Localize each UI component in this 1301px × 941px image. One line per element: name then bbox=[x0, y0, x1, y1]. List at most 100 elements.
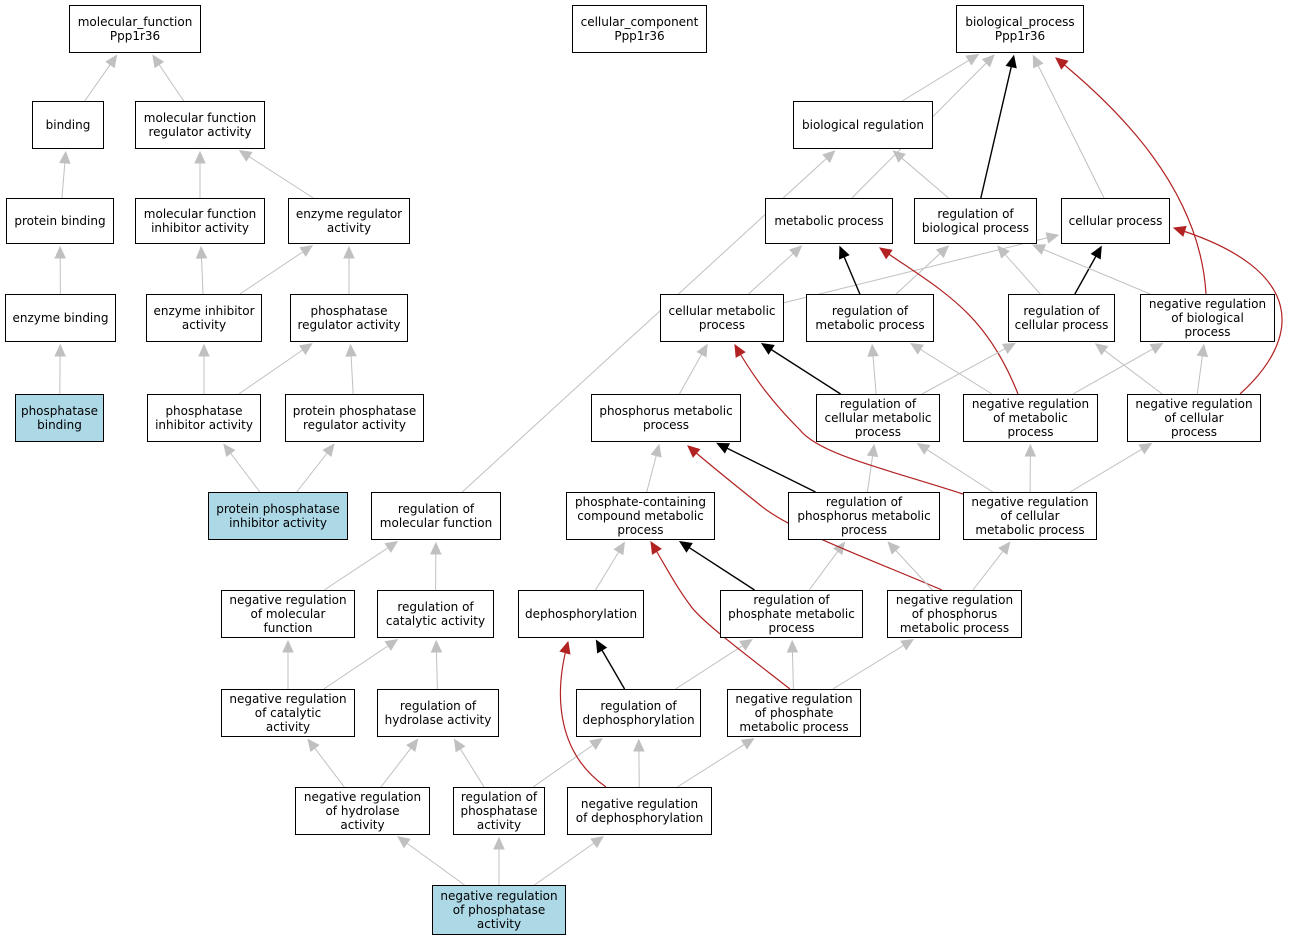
edge-negregphosmet-to-negregcellmet bbox=[972, 549, 1004, 591]
edge-regcell-to-cellproc-arrowhead bbox=[1090, 245, 1102, 260]
edge-phosmet-to-cellmet-arrowhead bbox=[696, 343, 708, 358]
go-term-mf[interactable]: molecular_function Ppp1r36 bbox=[69, 5, 201, 53]
edge-negregphosact-to-negregdephos-arrowhead bbox=[590, 836, 604, 849]
edge-biolreg-to-bp-arrowhead bbox=[965, 53, 980, 66]
go-term-phosbind[interactable]: phosphatase binding bbox=[15, 394, 104, 442]
edge-metproc-to-bp-arrowhead bbox=[981, 54, 995, 68]
go-term-cellmet[interactable]: cellular metabolic process bbox=[660, 294, 784, 342]
go-term-mfra[interactable]: molecular function regulator activity bbox=[135, 101, 265, 149]
edge-enzinh-to-mfia-arrowhead bbox=[195, 245, 208, 259]
edge-negregcat-to-regcat bbox=[323, 644, 390, 690]
edge-negregphosmet-to-phosmet bbox=[687, 445, 943, 591]
go-term-biolreg[interactable]: biological regulation bbox=[793, 101, 933, 149]
go-term-label: biological_process Ppp1r36 bbox=[965, 15, 1075, 43]
go-term-phosreg[interactable]: phosphatase regulator activity bbox=[290, 294, 408, 342]
edge-negregmet-to-metproc-arrowhead bbox=[879, 247, 893, 260]
go-term-enzreg[interactable]: enzyme regulator activity bbox=[288, 198, 410, 244]
edge-cellmet-to-metproc-arrowhead bbox=[789, 245, 803, 259]
go-term-label: regulation of phosphate metabolic proces… bbox=[728, 593, 855, 635]
go-term-reghydro[interactable]: regulation of hydrolase activity bbox=[377, 689, 499, 737]
go-term-phosmet[interactable]: phosphorus metabolic process bbox=[591, 394, 741, 442]
edge-regbp-to-biolreg-arrowhead bbox=[892, 150, 906, 163]
edge-cellmet-to-metproc bbox=[748, 252, 795, 295]
edge-regbp-to-bp bbox=[980, 65, 1013, 199]
go-term-label: binding bbox=[45, 118, 91, 132]
go-term-bp[interactable]: biological_process Ppp1r36 bbox=[956, 5, 1084, 53]
edge-negregmet-to-metproc bbox=[879, 247, 1019, 395]
edge-negregphosmet-to-regphosmet-arrowhead bbox=[887, 541, 901, 555]
go-term-regcellmet[interactable]: regulation of cellular metabolic process bbox=[816, 394, 940, 442]
go-term-dephos[interactable]: dephosphorylation bbox=[518, 590, 644, 638]
go-term-enzbind[interactable]: enzyme binding bbox=[5, 294, 116, 342]
go-term-negregphosmet[interactable]: negative regulation of phosphorus metabo… bbox=[887, 590, 1022, 638]
go-term-label: metabolic process bbox=[774, 214, 884, 228]
go-term-protbind[interactable]: protein binding bbox=[6, 198, 114, 244]
go-term-binding[interactable]: binding bbox=[32, 101, 104, 149]
edge-enzreg-to-mfra bbox=[247, 155, 314, 199]
edge-negregphosmet-to-phosmet-arrowhead bbox=[687, 445, 701, 458]
edge-negregcat-to-negregmf-arrowhead bbox=[282, 639, 294, 653]
go-term-negregbp[interactable]: negative regulation of biological proces… bbox=[1140, 294, 1275, 342]
edge-negregcat-to-regcat-arrowhead bbox=[384, 638, 399, 651]
go-term-label: regulation of catalytic activity bbox=[385, 600, 486, 628]
go-term-mfia[interactable]: molecular function inhibitor activity bbox=[135, 198, 265, 244]
go-term-regphosmet[interactable]: regulation of phosphorus metabolic proce… bbox=[788, 492, 940, 540]
edge-negregbp-to-regbp bbox=[1042, 248, 1151, 295]
edge-regphatemet-to-phoscont-arrowhead bbox=[678, 540, 693, 553]
edge-mfia-to-mfra-arrowhead bbox=[194, 150, 206, 164]
go-term-negregphatemet[interactable]: negative regulation of phosphate metabol… bbox=[727, 689, 861, 737]
edge-negregmet-to-negregbp bbox=[1072, 347, 1154, 395]
go-term-phosinh[interactable]: phosphatase inhibitor activity bbox=[147, 394, 261, 442]
go-term-regmet[interactable]: regulation of metabolic process bbox=[806, 294, 934, 342]
go-term-regcat[interactable]: regulation of catalytic activity bbox=[377, 590, 494, 638]
go-term-negregmf[interactable]: negative regulation of molecular functio… bbox=[221, 590, 355, 638]
go-term-phoscont[interactable]: phosphate-containing compound metabolic … bbox=[566, 492, 715, 540]
edge-regphosact-to-regdephos bbox=[532, 744, 594, 788]
go-term-metproc[interactable]: metabolic process bbox=[765, 198, 893, 244]
go-term-negregphosact[interactable]: negative regulation of phosphatase activ… bbox=[432, 885, 566, 935]
go-term-negregdephos[interactable]: negative regulation of dephosphorylation bbox=[567, 787, 712, 835]
edge-negregdephos-to-regdephos-arrowhead bbox=[633, 738, 645, 752]
edge-regphosmet-to-phosmet-arrowhead bbox=[716, 442, 731, 454]
edge-regphosmet-to-regcellmet bbox=[866, 454, 874, 493]
go-term-regcell[interactable]: regulation of cellular process bbox=[1008, 294, 1115, 342]
edge-negregbp-to-bp bbox=[1055, 57, 1207, 295]
edge-phosinh-to-phosreg bbox=[238, 348, 304, 395]
edge-reghydro-to-regcat bbox=[435, 650, 438, 690]
go-term-label: molecular function regulator activity bbox=[143, 111, 257, 139]
edge-regphosact-to-reghydro-arrowhead bbox=[453, 738, 466, 753]
edge-regcellmet-to-regmet bbox=[872, 354, 877, 395]
edge-negregcellmet-to-regcellmet bbox=[925, 448, 994, 493]
go-term-enzinh[interactable]: enzyme inhibitor activity bbox=[146, 294, 262, 342]
edge-negregphosact-to-negreghydro-arrowhead bbox=[397, 836, 411, 849]
go-term-cc[interactable]: cellular_component Ppp1r36 bbox=[572, 5, 707, 53]
go-term-label: phosphatase binding bbox=[20, 404, 99, 432]
edge-negregmet-to-regmet bbox=[919, 348, 993, 395]
go-term-negregmet[interactable]: negative regulation of metabolic process bbox=[963, 394, 1098, 442]
edge-regmet-to-metproc-arrowhead bbox=[839, 245, 850, 260]
go-term-negregcat[interactable]: negative regulation of catalytic activit… bbox=[221, 689, 355, 737]
edge-regmet-to-regbp-arrowhead bbox=[935, 245, 950, 259]
go-term-regphosact[interactable]: regulation of phosphatase activity bbox=[453, 787, 545, 835]
edge-protbind-to-binding bbox=[61, 161, 66, 199]
go-term-ppinh[interactable]: protein phosphatase inhibitor activity bbox=[208, 492, 348, 540]
edge-mfra-to-mf bbox=[158, 63, 185, 102]
go-term-regphatemet[interactable]: regulation of phosphate metabolic proces… bbox=[720, 590, 863, 638]
go-term-negregcell[interactable]: negative regulation of cellular process bbox=[1127, 394, 1261, 442]
edge-phosinh-to-phosreg-arrowhead bbox=[298, 343, 313, 355]
go-term-regmf[interactable]: regulation of molecular function bbox=[371, 492, 501, 540]
go-term-negreghydro[interactable]: negative regulation of hydrolase activit… bbox=[295, 787, 430, 835]
go-term-regbp[interactable]: regulation of biological process bbox=[914, 198, 1037, 244]
go-term-cellproc[interactable]: cellular process bbox=[1061, 198, 1170, 244]
edge-negregcellmet-to-negregcell bbox=[1069, 448, 1143, 493]
go-term-label: enzyme regulator activity bbox=[295, 207, 403, 235]
go-term-ppreg[interactable]: protein phosphatase regulator activity bbox=[285, 394, 424, 442]
go-term-negregcellmet[interactable]: negative regulation of cellular metaboli… bbox=[963, 492, 1097, 540]
go-term-label: negative regulation of hydrolase activit… bbox=[303, 790, 422, 832]
edge-negregphosmet-to-negregcellmet-arrowhead bbox=[998, 541, 1011, 556]
edge-ppinh-to-phosinh-arrowhead bbox=[223, 443, 236, 458]
go-term-regdephos[interactable]: regulation of dephosphorylation bbox=[576, 689, 701, 737]
edge-negreghydro-to-reghydro bbox=[380, 746, 412, 788]
edge-regdephos-to-dephos bbox=[600, 648, 626, 690]
